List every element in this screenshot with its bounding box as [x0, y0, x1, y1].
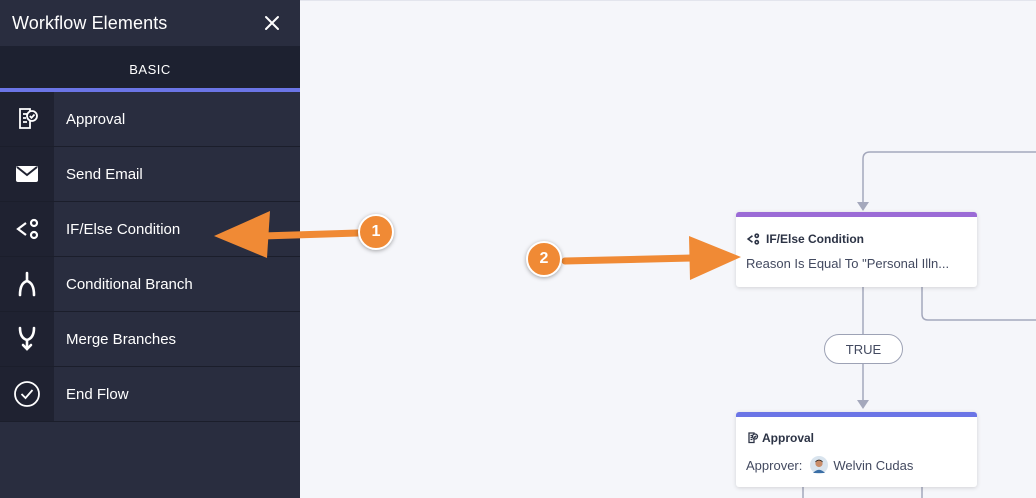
node-accent-bar	[736, 412, 977, 417]
node-accent-bar	[736, 212, 977, 217]
element-send-email[interactable]: Send Email	[0, 147, 300, 202]
element-label: Merge Branches	[66, 330, 177, 348]
envelope-icon	[0, 147, 54, 201]
element-conditional-branch[interactable]: Conditional Branch	[0, 257, 300, 312]
condition-icon	[746, 233, 760, 245]
close-icon[interactable]	[260, 11, 284, 35]
tab-bar: BASIC	[0, 46, 300, 92]
active-tab-indicator	[0, 88, 300, 92]
condition-summary: Reason Is Equal To "Personal Illn...	[746, 256, 950, 271]
element-label: Conditional Branch	[66, 275, 193, 293]
approver-label: Approver:	[746, 457, 803, 473]
merge-icon	[0, 312, 54, 366]
approval-icon	[0, 92, 54, 146]
element-merge-branches[interactable]: Merge Branches	[0, 312, 300, 367]
approver-name: Welvin Cudas	[833, 457, 914, 473]
element-label: End Flow	[66, 385, 129, 403]
element-label: IF/Else Condition	[66, 220, 181, 238]
tab-basic[interactable]: BASIC	[129, 61, 171, 77]
branch-icon	[0, 257, 54, 311]
element-end-flow[interactable]: End Flow	[0, 367, 300, 422]
node-title: Approval	[762, 431, 815, 445]
element-label: Send Email	[66, 165, 143, 183]
element-if-else-condition[interactable]: IF/Else Condition	[0, 202, 300, 257]
element-approval[interactable]: Approval	[0, 92, 300, 147]
node-title: IF/Else Condition	[766, 232, 864, 246]
annotation-badge-1: 1	[358, 214, 394, 250]
approval-icon	[746, 431, 759, 445]
node-title-row: IF/Else Condition	[736, 231, 977, 247]
panel-header: Workflow Elements	[0, 0, 300, 46]
true-branch-label[interactable]: TRUE	[824, 334, 903, 364]
approver-row: Approver: Welvin Cudas	[736, 456, 977, 474]
annotation-badge-2: 2	[526, 241, 562, 277]
node-title-row: Approval	[736, 430, 977, 446]
check-circle-icon	[0, 367, 54, 421]
avatar	[810, 456, 829, 474]
approval-node[interactable]: Approval Approver: Welvin Cudas	[736, 412, 977, 487]
element-label: Approval	[66, 110, 126, 128]
condition-icon	[0, 202, 54, 256]
if-else-condition-node[interactable]: IF/Else Condition Reason Is Equal To "Pe…	[736, 212, 977, 287]
panel-title: Workflow Elements	[12, 12, 168, 33]
